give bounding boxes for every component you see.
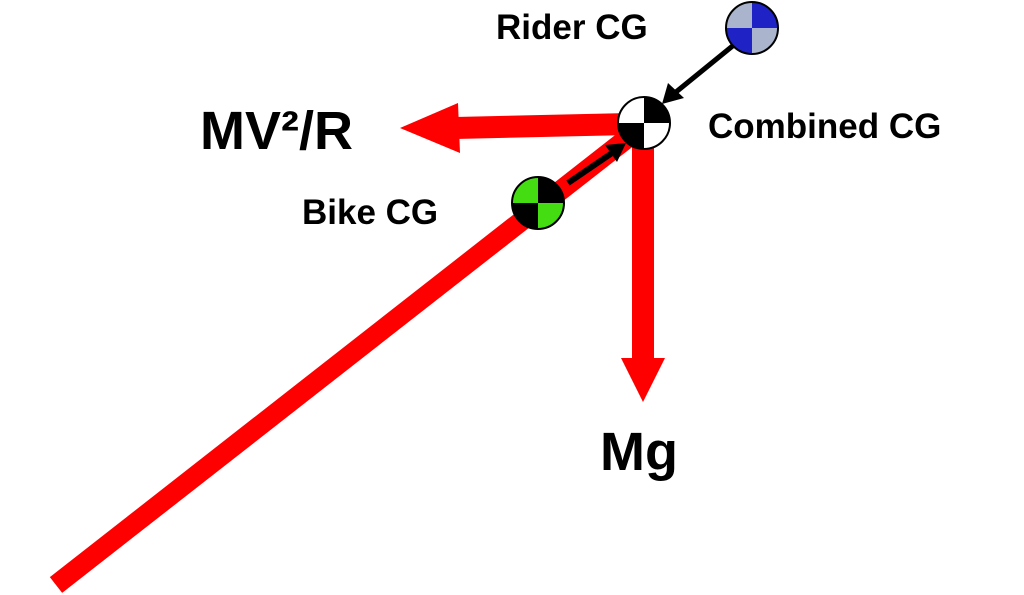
rider-to-combined-arrow — [662, 42, 737, 104]
bike-cg-label: Bike CG — [302, 193, 438, 232]
combined-cg-label: Combined CG — [708, 107, 941, 146]
rider-cg-icon — [725, 1, 779, 55]
rider-cg-label: Rider CG — [496, 8, 648, 47]
weight-force-label: Mg — [600, 422, 678, 482]
weight-force-arrow — [621, 138, 665, 402]
bike-to-combined-arrow — [566, 143, 626, 186]
centripetal-force-arrow — [400, 103, 631, 153]
centripetal-force-label: MV²/R — [200, 101, 353, 161]
bike-cg-icon — [511, 176, 565, 230]
combined-cg-icon — [617, 96, 671, 150]
